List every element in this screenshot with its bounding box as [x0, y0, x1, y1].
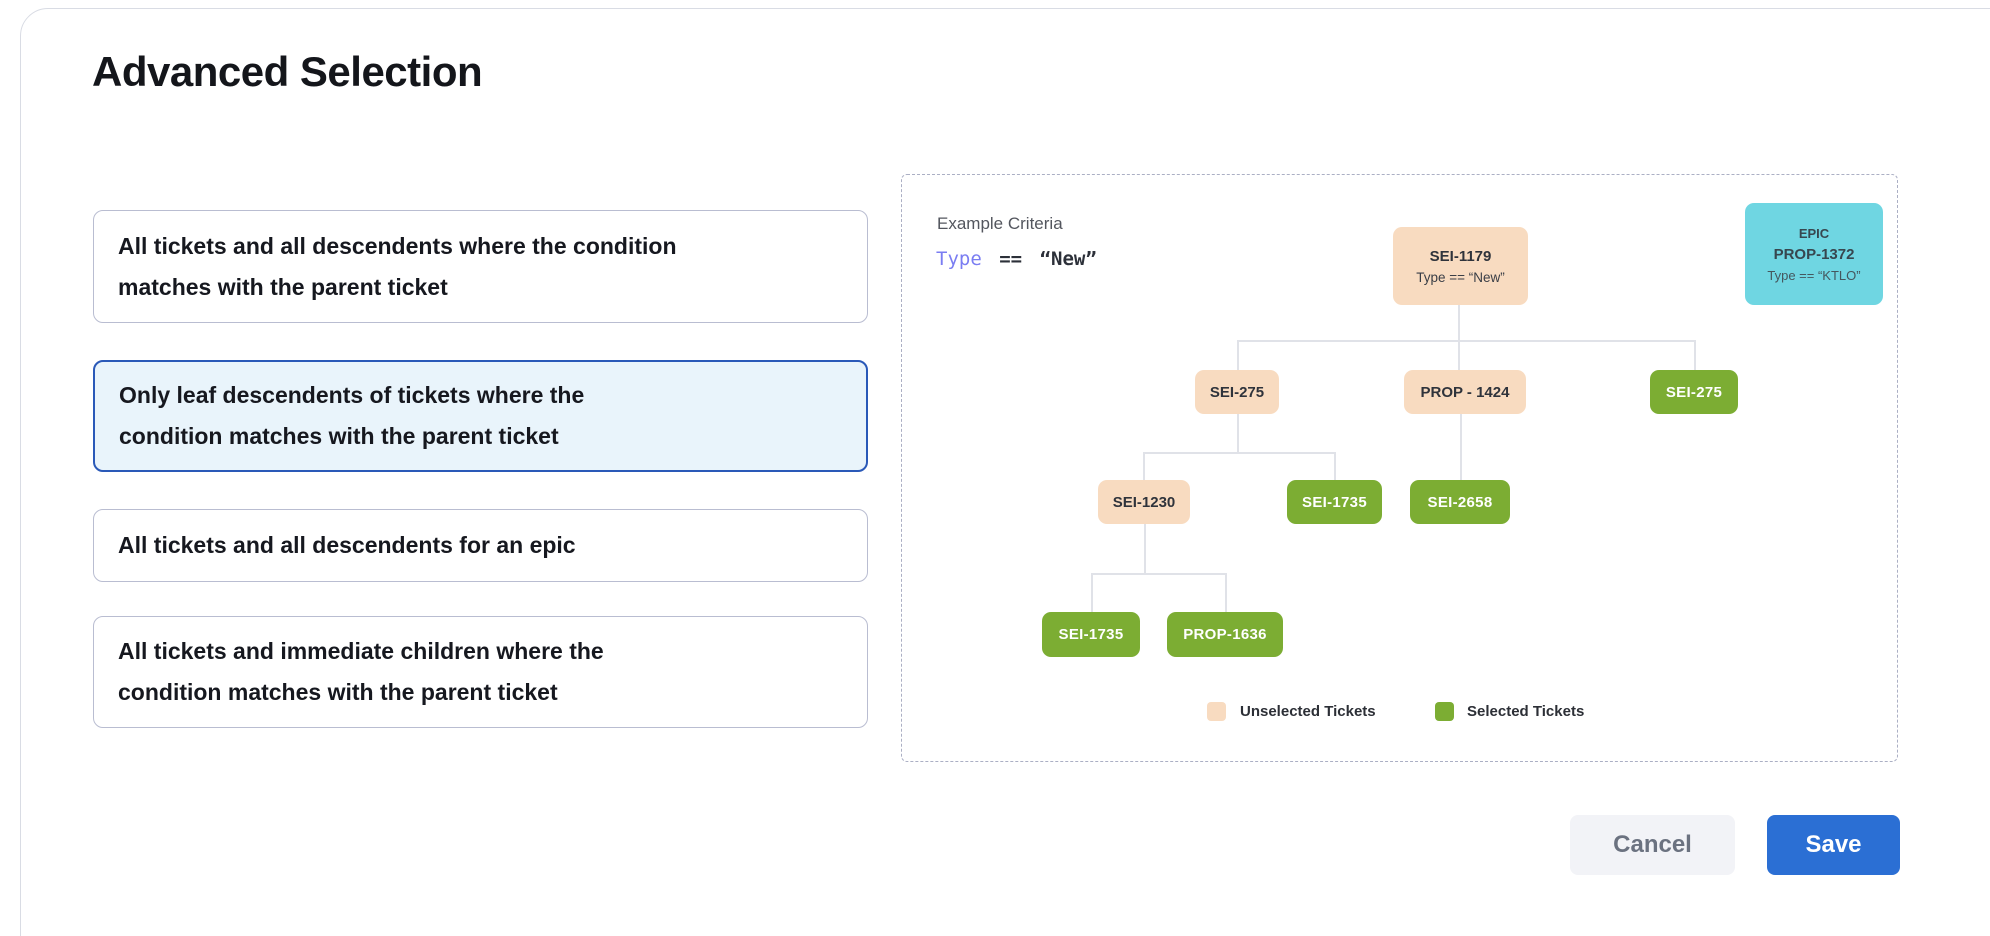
ticket-node: SEI-275 [1195, 370, 1279, 414]
legend-label-selected: Selected Tickets [1467, 703, 1585, 720]
tree-connector [1143, 452, 1334, 454]
tree-connector [1091, 573, 1093, 612]
epic-card: EPIC PROP-1372 Type == “KTLO” [1745, 203, 1883, 305]
epic-condition: Type == “KTLO” [1767, 267, 1861, 283]
option-card-all-descendents[interactable]: All tickets and all descendents where th… [93, 210, 868, 323]
epic-type-label: EPIC [1798, 225, 1830, 241]
example-criteria-title: Example Criteria [937, 214, 1063, 233]
option-card-immediate-children[interactable]: All tickets and immediate children where… [93, 616, 868, 728]
tree-connector [1237, 340, 1239, 370]
tree-connector [1237, 413, 1239, 452]
option-label: All tickets and immediate children where… [118, 638, 604, 705]
option-label: All tickets and all descendents for an e… [118, 532, 576, 558]
ticket-condition: Type == “New” [1416, 269, 1505, 285]
ticket-node: SEI-1735 [1042, 612, 1140, 657]
tree-connector [1091, 573, 1225, 575]
tree-connector [1694, 340, 1696, 370]
ticket-node: PROP - 1424 [1404, 370, 1526, 414]
tree-connector [1334, 452, 1336, 480]
criteria-operator: == [999, 248, 1023, 270]
ticket-node-root: SEI-1179 Type == “New” [1393, 227, 1528, 305]
cancel-button[interactable]: Cancel [1570, 815, 1735, 875]
ticket-node: SEI-1230 [1098, 480, 1190, 524]
tree-connector [1458, 305, 1460, 370]
legend-swatch-unselected [1207, 702, 1226, 721]
option-card-leaf-descendents[interactable]: Only leaf descendents of tickets where t… [93, 360, 868, 472]
option-label: Only leaf descendents of tickets where t… [119, 382, 585, 449]
example-criteria-expression: Type == “New” [936, 248, 1097, 270]
tree-connector [1144, 524, 1146, 573]
ticket-node: SEI-1735 [1287, 480, 1382, 524]
option-card-epic-descendents[interactable]: All tickets and all descendents for an e… [93, 509, 868, 582]
criteria-value: “New” [1039, 248, 1097, 270]
tree-connector [1460, 413, 1462, 480]
ticket-node: PROP-1636 [1167, 612, 1283, 657]
legend-swatch-selected [1435, 702, 1454, 721]
page-title: Advanced Selection [92, 48, 483, 95]
legend-label-unselected: Unselected Tickets [1240, 703, 1376, 720]
ticket-node: SEI-275 [1650, 370, 1738, 414]
tree-connector [1143, 452, 1145, 480]
tree-connector [1225, 573, 1227, 612]
option-label: All tickets and all descendents where th… [118, 232, 677, 300]
tree-connector [1237, 340, 1694, 342]
epic-ticket-id: PROP-1372 [1773, 245, 1855, 263]
example-diagram-panel [901, 174, 1898, 762]
ticket-node: SEI-2658 [1410, 480, 1510, 524]
ticket-id: SEI-1179 [1429, 247, 1492, 265]
save-button[interactable]: Save [1767, 815, 1900, 875]
criteria-field: Type [936, 248, 982, 270]
